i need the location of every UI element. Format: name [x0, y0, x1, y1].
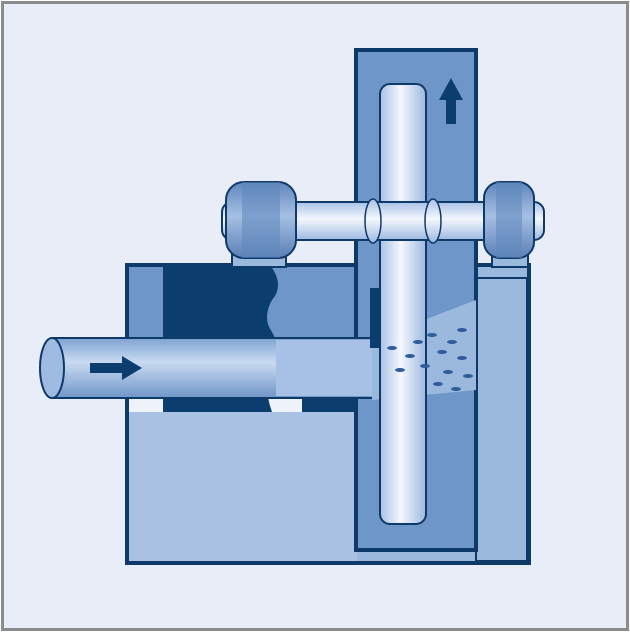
arrow-up-icon: [439, 78, 463, 124]
ledge-block: [302, 398, 360, 412]
inlet-opening: [39, 337, 65, 399]
shaft-collar-left: [364, 198, 382, 244]
inlet-pipe-inner: [276, 340, 376, 396]
lower-chamber: [129, 412, 357, 561]
vertical-pipe: [379, 83, 427, 525]
left-motor: [225, 181, 297, 268]
arrow-right-icon: [90, 356, 142, 380]
shaft-collar-right: [424, 198, 442, 244]
horizontal-shaft: [221, 201, 545, 241]
spray-droplets: [387, 328, 473, 391]
right-motor: [483, 181, 535, 268]
right-cabinet: [475, 277, 528, 562]
